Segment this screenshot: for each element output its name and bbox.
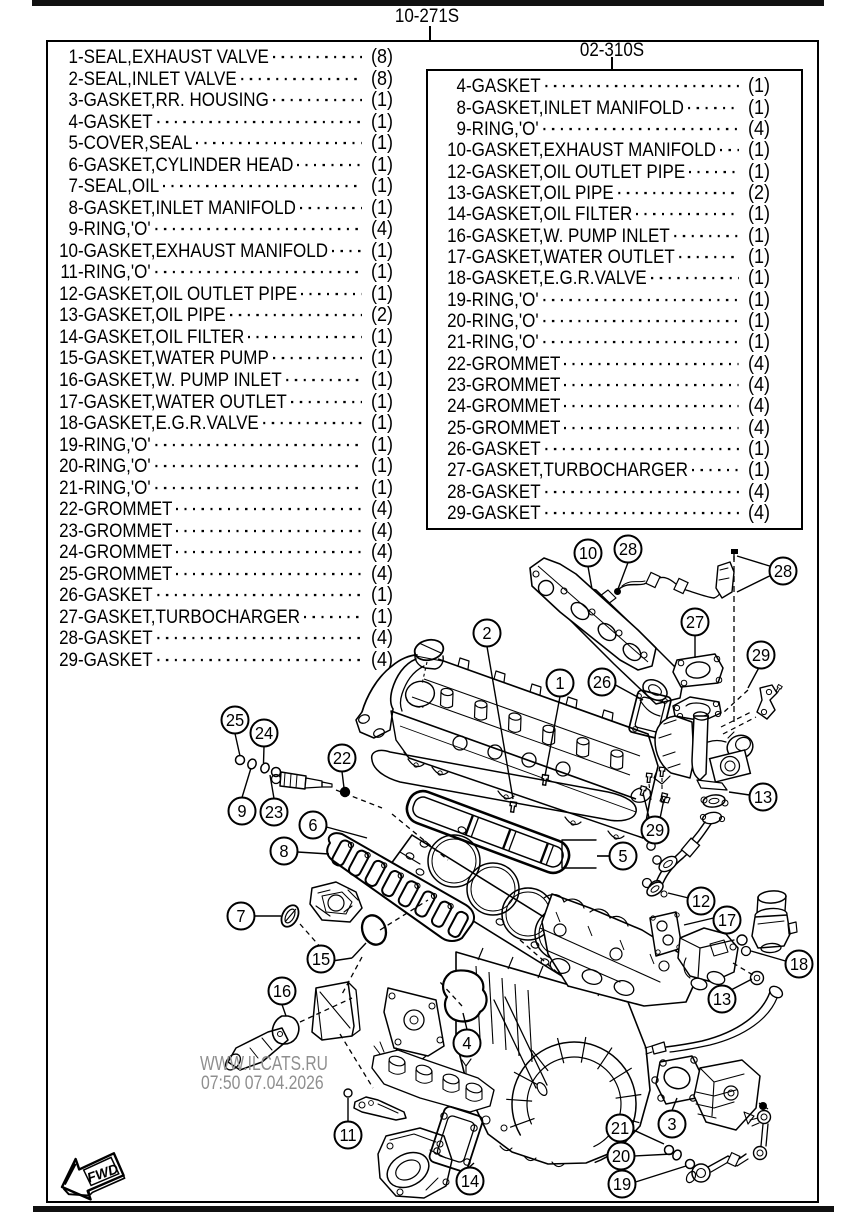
svg-text:17: 17 (718, 910, 736, 931)
svg-text:23: 23 (265, 802, 283, 823)
svg-text:3: 3 (667, 1114, 676, 1135)
svg-text:18: 18 (790, 954, 808, 975)
svg-text:29: 29 (752, 645, 770, 666)
svg-text:6: 6 (308, 815, 317, 836)
svg-text:28: 28 (774, 561, 792, 582)
svg-text:21: 21 (611, 1118, 629, 1139)
svg-text:16: 16 (273, 981, 291, 1002)
svg-text:7: 7 (236, 906, 245, 927)
svg-text:28: 28 (619, 539, 637, 560)
svg-text:WWW.ILCATS.RU: WWW.ILCATS.RU (200, 1052, 328, 1074)
svg-text:4: 4 (462, 1033, 472, 1054)
svg-text:24: 24 (255, 723, 274, 744)
svg-text:9: 9 (237, 801, 246, 822)
svg-text:5: 5 (618, 846, 627, 867)
svg-text:20: 20 (612, 1146, 630, 1167)
svg-text:07:50 07.04.2026: 07:50 07.04.2026 (201, 1072, 324, 1094)
svg-text:22: 22 (333, 748, 351, 769)
svg-text:13: 13 (713, 989, 731, 1010)
svg-text:11: 11 (339, 1125, 356, 1146)
svg-text:10: 10 (579, 543, 597, 564)
svg-text:2: 2 (482, 623, 491, 644)
svg-text:8: 8 (279, 841, 288, 862)
svg-text:1: 1 (555, 673, 564, 694)
svg-text:12: 12 (692, 891, 710, 912)
svg-text:29: 29 (646, 820, 664, 841)
svg-text:27: 27 (686, 612, 704, 633)
svg-text:26: 26 (593, 672, 611, 693)
svg-text:14: 14 (461, 1171, 480, 1192)
svg-text:15: 15 (312, 949, 330, 970)
svg-text:13: 13 (754, 787, 772, 808)
svg-text:25: 25 (226, 710, 244, 731)
svg-text:19: 19 (613, 1174, 631, 1195)
